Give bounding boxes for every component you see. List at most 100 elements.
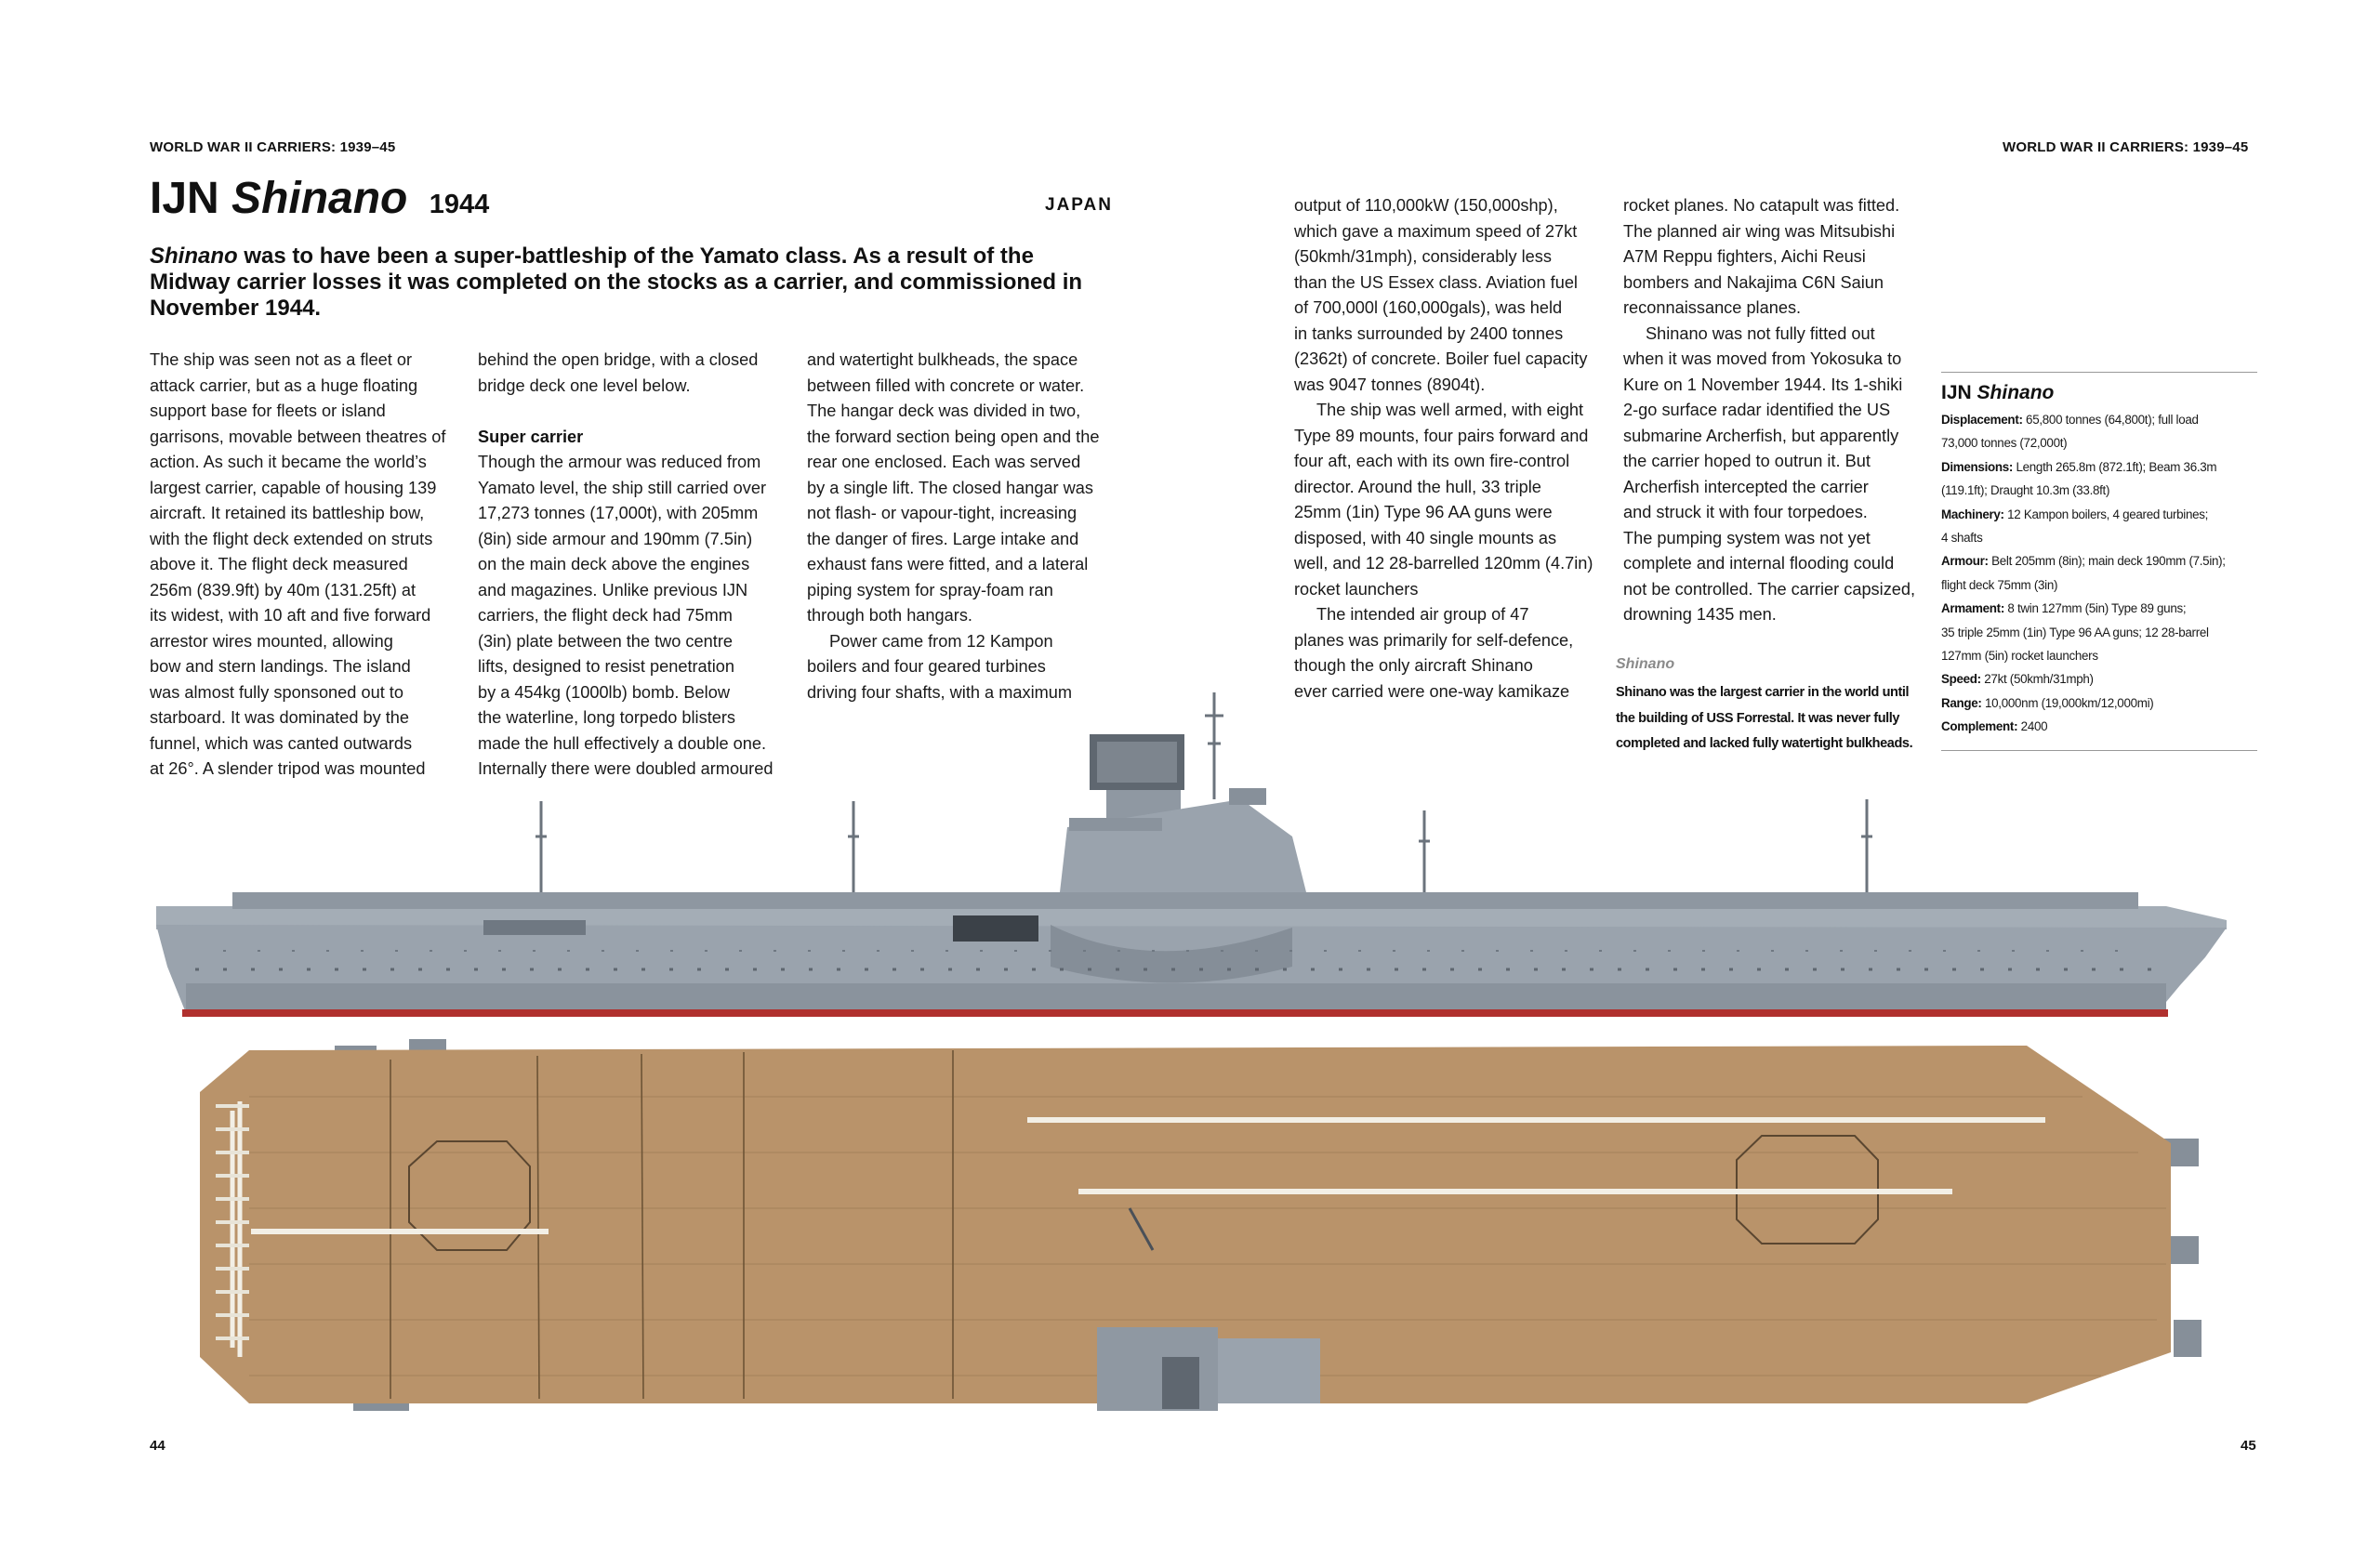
intro-paragraph: Shinano was to have been a super-battles… [150,244,1089,322]
text-line: drowning 1435 men. [1623,605,1777,624]
spacer [478,399,794,425]
text-line: (3in) plate between the two centre [478,631,733,651]
spec-value: 10,000nm (19,000km/12,000mi) [1981,695,2154,710]
spec-row: Complement: 2400 [1941,715,2257,738]
running-head-left: WORLD WAR II CARRIERS: 1939–45 [150,139,396,155]
text-line: Archerfish intercepted the carrier [1623,477,1869,496]
text-line: above it. The flight deck measured [150,555,408,573]
spec-value: flight deck 75mm (3in) [1941,577,2058,592]
spec-box: IJN Shinano Displacement: 65,800 tonnes … [1941,372,2257,751]
title-ship-name: Shinano [231,174,408,223]
text-line: not flash- or vapour-tight, increasing [807,504,1078,522]
body-column-2: behind the open bridge, with a closed br… [478,348,794,783]
text-line: rear one enclosed. Each was served [807,453,1081,471]
text-line: rocket launchers [1294,579,1419,599]
text-line: through both hangars. [807,606,972,625]
text-line: The ship was seen not as a fleet or [150,350,413,369]
caption-line: completed and lacked fully watertight bu… [1616,736,1913,751]
caption-text: Shinano was the largest carrier in the w… [1616,680,1918,757]
text-line: The ship was well armed, with eight [1316,401,1584,419]
text-line: bridge deck one level below. [478,375,691,395]
title-year: 1944 [429,190,490,219]
subheading-super-carrier: Super carrier [478,427,584,446]
spec-row: Machinery: 12 Kampon boilers, 4 geared t… [1941,503,2257,526]
spec-label: Complement: [1941,719,2018,734]
text-line: by a 454kg (1000lb) bomb. Below [478,682,730,702]
text-line: Power came from 12 Kampon [829,631,1053,651]
text-line: when it was moved from Yokosuka to [1623,349,1902,368]
spec-label: Speed: [1941,672,1981,687]
spec-row: 4 shafts [1941,526,2257,549]
text-line: boilers and four geared turbines [807,657,1046,676]
text-line: (8in) side armour and 190mm (7.5in) [478,529,753,548]
text-line: Though the armour was reduced from [478,453,761,471]
text-line: of 700,000l (160,000gals), was held [1294,298,1563,317]
text-line: behind the open bridge, with a closed [478,350,759,369]
body-column-4: output of 110,000kW (150,000shp), which … [1294,193,1610,705]
text-line: attack carrier, but as a huge floating [150,375,418,395]
text-line: starboard. It was dominated by the [150,708,410,727]
text-line: the carrier hoped to outrun it. But [1623,452,1871,470]
spec-row: Armour: Belt 205mm (8in); main deck 190m… [1941,549,2257,573]
spec-rows: Displacement: 65,800 tonnes (64,800t); f… [1941,408,2257,739]
caption-title: Shinano [1616,656,1675,672]
text-line: disposed, with 40 single mounts as [1294,528,1557,547]
body-column-1: The ship was seen not as a fleet or atta… [150,348,466,783]
page-number-right: 45 [2241,1438,2256,1454]
text-line: (2362t) of concrete. Boiler fuel capacit… [1294,349,1588,368]
spec-row: flight deck 75mm (3in) [1941,573,2257,597]
text-line: driving four shafts, with a maximum [807,682,1073,702]
spec-row: Speed: 27kt (50kmh/31mph) [1941,667,2257,691]
page-number-left: 44 [150,1438,165,1454]
text-line: Kure on 1 November 1944. Its 1-shiki [1623,375,1903,394]
text-line: Type 89 mounts, four pairs forward and [1294,426,1589,445]
text-line: not be controlled. The carrier capsized, [1623,579,1916,599]
text-line: and watertight bulkheads, the space [807,350,1078,369]
text-line: complete and internal flooding could [1623,554,1895,573]
spec-title: IJN Shinano [1941,382,2257,404]
text-line: 256m (839.9ft) by 40m (131.25ft) at [150,580,416,599]
spec-row: Range: 10,000nm (19,000km/12,000mi) [1941,691,2257,715]
text-line: director. Around the hull, 33 triple [1294,477,1541,496]
spec-label: Range: [1941,695,1982,710]
text-line: garrisons, movable between theatres of [150,427,446,446]
spec-row: Dimensions: Length 265.8m (872.1ft); Bea… [1941,455,2257,479]
text-line: rocket planes. No catapult was fitted. [1623,196,1900,215]
text-line: which gave a maximum speed of 27kt [1294,221,1578,241]
text-line: support base for fleets or island [150,402,386,420]
text-line: planes was primarily for self-defence, [1294,630,1574,650]
caption-line: the building of USS Forrestal. It was ne… [1616,710,1900,726]
text-line: The intended air group of 47 [1316,605,1529,624]
text-line: at 26°. A slender tripod was mounted [150,759,426,778]
text-line: bow and stern landings. The island [150,657,411,676]
spec-value: Length 265.8m (872.1ft); Beam 36.3m [2013,459,2217,474]
text-line: the danger of fires. Large intake and [807,529,1079,548]
text-line: reconnaissance planes. [1623,298,1802,317]
caption-line: Shinano was the largest carrier in the w… [1616,685,1910,700]
intro-ship-name: Shinano [150,244,238,269]
text-line: piping system for spray-foam ran [807,580,1053,599]
spec-label: Dimensions: [1941,459,2014,474]
spec-row: 73,000 tonnes (72,000t) [1941,431,2257,454]
text-line: aircraft. It retained its battleship bow… [150,504,425,522]
text-line: (50kmh/31mph), considerably less [1294,247,1552,266]
text-line: 2-go surface radar identified the US [1623,401,1891,419]
spec-label: Armament: [1941,601,2004,616]
spec-value: 73,000 tonnes (72,000t) [1941,436,2068,451]
text-line: A7M Reppu fighters, Aichi Reusi [1623,247,1866,266]
spec-value: 27kt (50kmh/31mph) [1980,672,2094,687]
text-line: its widest, with 10 aft and five forward [150,606,431,625]
spec-label: Machinery: [1941,507,2004,521]
intro-text: was to have been a super-battleship of t… [150,244,1083,321]
text-line: The hangar deck was divided in two, [807,402,1081,420]
country-label: JAPAN [1045,195,1113,215]
text-line: carriers, the flight deck had 75mm [478,606,733,625]
spec-label: Armour: [1941,554,1989,569]
text-line: well, and 12 28-barrelled 120mm (4.7in) [1294,554,1593,573]
text-line: between filled with concrete or water. [807,375,1085,395]
text-line: action. As such it became the world’s [150,453,427,471]
spec-value: 127mm (5in) rocket launchers [1941,649,2098,664]
spec-value: 35 triple 25mm (1in) Type 96 AA guns; 12… [1941,625,2209,639]
spec-row: 127mm (5in) rocket launchers [1941,644,2257,667]
spec-value: 4 shafts [1941,531,1983,546]
